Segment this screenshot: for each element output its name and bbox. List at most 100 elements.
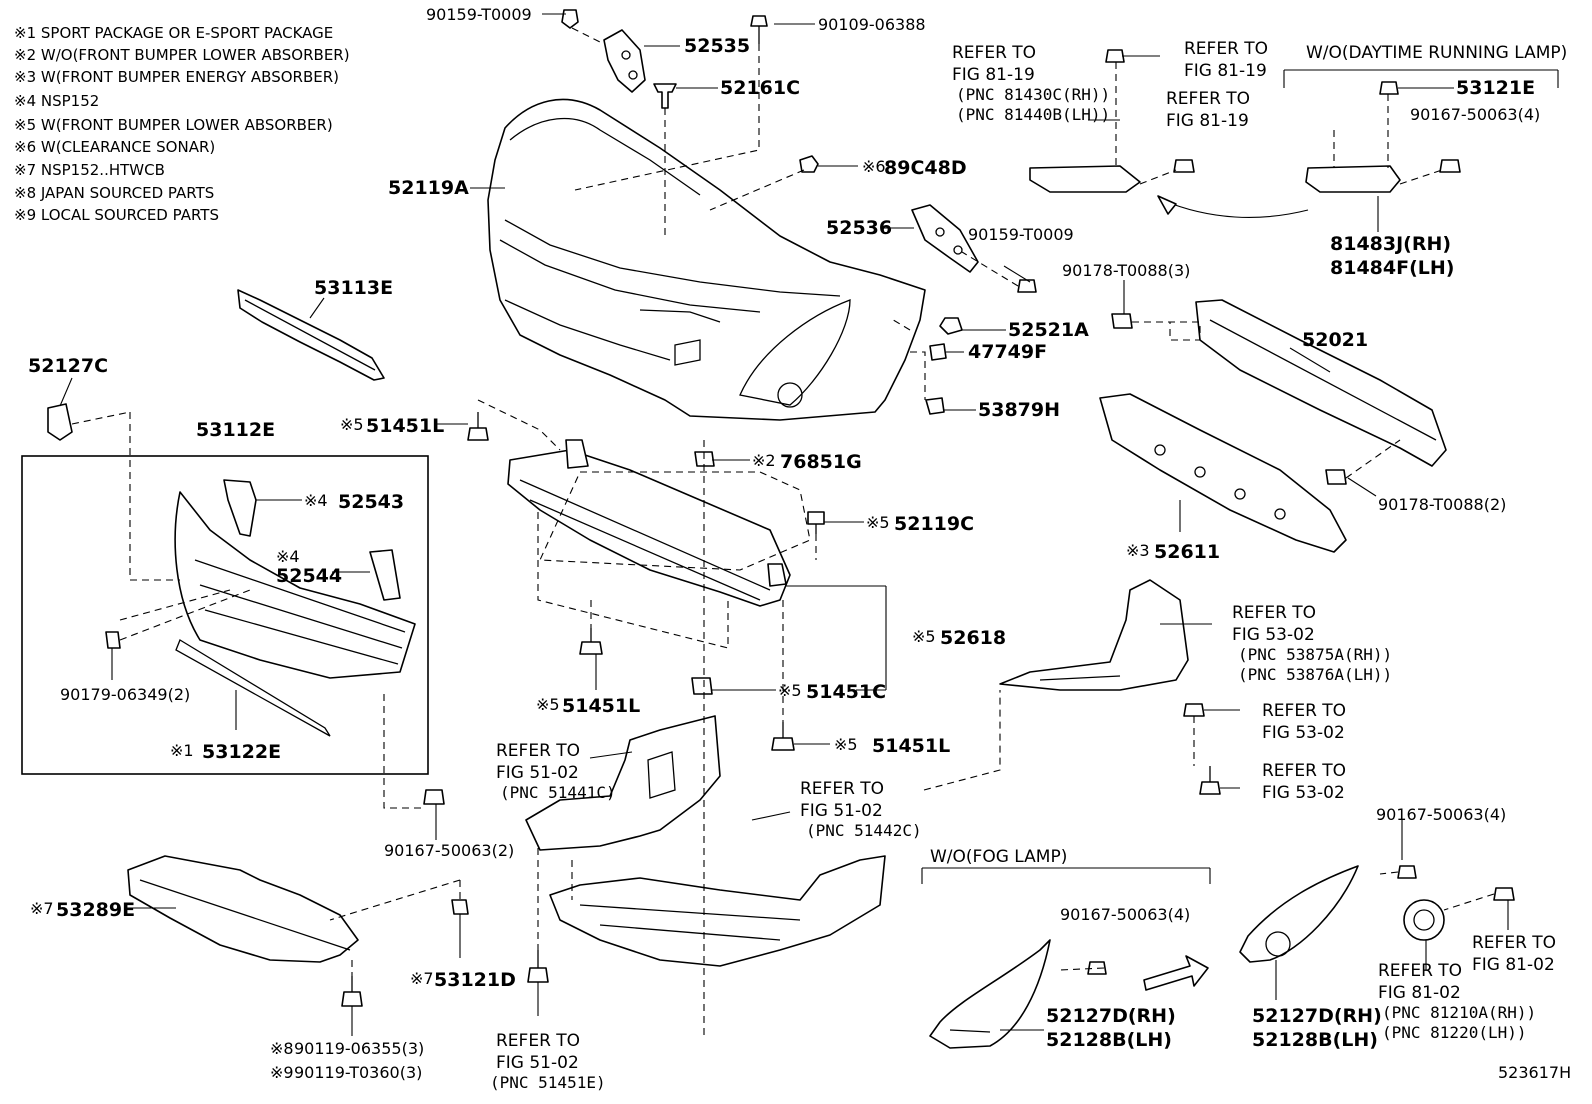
clip-53-02-a-shape <box>1183 703 1205 717</box>
bolt-90119-shape <box>341 976 363 1007</box>
note-5: ※5 W(FRONT BUMPER LOWER ABSORBER) <box>14 116 333 134</box>
label-52536: 52536 <box>826 217 892 239</box>
mark-1: ※1 <box>170 741 194 760</box>
arrow-curve <box>1161 199 1309 218</box>
bracket-52535-shape <box>603 29 646 93</box>
label-90178-top: 90178-T0088(3) <box>1062 261 1190 280</box>
label-52128b-right: 52128B(LH) <box>1252 1029 1378 1051</box>
fog-lamp-bezel-81-19-shape <box>1029 165 1141 193</box>
bolt-53121e-shape <box>1379 81 1399 95</box>
ref7-c: (PNC 51441C) <box>500 783 616 802</box>
label-90119-b: 90119-T0360(3) <box>294 1063 422 1082</box>
arrow-fog <box>1143 955 1209 991</box>
bolt-90109-shape <box>750 15 768 44</box>
ref8-b: FIG 51-02 <box>800 801 883 821</box>
ref2-b: FIG 81-19 <box>1184 61 1267 81</box>
label-90179: 90179-06349(2) <box>60 685 190 704</box>
energy-absorber-52611-shape <box>1099 393 1347 553</box>
mark-3: ※3 <box>1126 541 1150 560</box>
label-52127c: 52127C <box>28 355 108 377</box>
fog-bezel-right-shape <box>1239 865 1359 963</box>
bolt-51451l-low-shape <box>771 722 795 751</box>
clip-53121d-shape <box>451 899 469 915</box>
mark-5b: ※5 <box>866 513 890 532</box>
note-2: ※2 W/O(FRONT BUMPER LOWER ABSORBER) <box>14 46 350 64</box>
ref10-a: REFER TO <box>1378 961 1462 981</box>
ref1-b: FIG 81-19 <box>952 65 1035 85</box>
label-51451l-low: 51451L <box>872 735 950 757</box>
label-90109: 90109-06388 <box>818 15 926 34</box>
bracket-52127c-shape <box>47 403 73 441</box>
under-cover-51442c-shape <box>549 855 886 967</box>
ref5-a: REFER TO <box>1262 701 1346 721</box>
small-parts-right-shape <box>925 317 963 415</box>
mark-5c: ※5 <box>912 627 936 646</box>
label-53289e: 53289E <box>56 899 135 921</box>
labels: 90159-T0009 90109-06388 52535 52161C 521… <box>28 5 1540 1082</box>
bumper-cover-shape <box>487 98 926 421</box>
clip-52161c-shape <box>653 83 677 109</box>
ref11-b: FIG 81-02 <box>1472 955 1555 975</box>
bolt-90167-drl-shape <box>1439 159 1461 173</box>
clip-90179-shape <box>105 631 121 649</box>
dashed-outline-absorber <box>539 471 811 571</box>
label-90178-low: 90178-T0088(2) <box>1378 495 1506 514</box>
part-52543-shape <box>223 479 257 537</box>
bolt-refer-fig51-shape <box>527 950 549 983</box>
label-52128b-left: 52128B(LH) <box>1046 1029 1172 1051</box>
label-52611: 52611 <box>1154 541 1220 563</box>
label-90119-a: 90119-06355(3) <box>294 1039 424 1058</box>
mark-5f: ※5 <box>834 735 858 754</box>
note-7: ※7 NSP152..HTWCB <box>14 161 165 179</box>
label-52021: 52021 <box>1302 329 1368 351</box>
side-cover-53-02-shape <box>999 579 1189 691</box>
bolt-90167-lower-shape <box>423 789 445 805</box>
mark-6: ※6 <box>862 157 886 176</box>
label-51451l-mid: 51451L <box>562 695 640 717</box>
mark-5a: ※5 <box>340 415 364 434</box>
bolt-51451l-mid-shape <box>579 628 603 655</box>
ref4-d: (PNC 53876A(LH)) <box>1238 665 1392 684</box>
arrow-head <box>1157 195 1177 215</box>
clip-90178-top-shape <box>1111 313 1133 329</box>
ref8-c: (PNC 51442C) <box>806 821 922 840</box>
ref9-a: REFER TO <box>496 1031 580 1051</box>
label-51451c: 51451C <box>806 681 886 703</box>
dashed-outline-lower <box>537 512 729 649</box>
mark-4b: ※4 <box>276 547 300 566</box>
label-90167-low: 90167-50063(2) <box>384 841 514 860</box>
ref3-a: REFER TO <box>1166 89 1250 109</box>
label-90167-fog-right: 90167-50063(4) <box>1376 805 1506 824</box>
dashed-lines <box>71 27 1495 1036</box>
grille-53113e-shape <box>237 289 385 381</box>
label-53121e: 53121E <box>1456 77 1535 99</box>
mark-5e: ※5 <box>778 681 802 700</box>
mark-5d: ※5 <box>536 695 560 714</box>
label-47749f: 47749F <box>968 341 1047 363</box>
condition-drl: W/O(DAYTIME RUNNING LAMP) <box>1306 43 1567 63</box>
label-53879h: 53879H <box>978 399 1060 421</box>
mark-2: ※2 <box>752 451 776 470</box>
part-52544-shape <box>369 549 401 601</box>
label-53112e: 53112E <box>196 419 275 441</box>
label-51451l-top: 51451L <box>366 415 444 437</box>
clip-90178-low-shape <box>1325 469 1347 485</box>
ref10-b: FIG 81-02 <box>1378 983 1461 1003</box>
ref1-c: (PNC 81430C(RH)) <box>956 85 1110 104</box>
reinforcement-52021-shape <box>1195 299 1447 467</box>
condition-fog: W/O(FOG LAMP) <box>930 847 1067 867</box>
label-76851g: 76851G <box>780 451 862 473</box>
label-52544: 52544 <box>276 565 342 587</box>
ref4-b: FIG 53-02 <box>1232 625 1315 645</box>
ref9-b: FIG 51-02 <box>496 1053 579 1073</box>
bolt-fog-far-shape <box>1493 887 1515 901</box>
ref10-d: (PNC 81220(LH)) <box>1382 1023 1527 1042</box>
mark-7a: ※7 <box>30 899 54 918</box>
bolt-51451l-top-shape <box>467 412 489 441</box>
mark-4a: ※4 <box>304 491 328 510</box>
label-90159-top: 90159-T0009 <box>426 5 532 24</box>
mark-8: ※8 <box>270 1039 294 1058</box>
label-90167-fog-left: 90167-50063(4) <box>1060 905 1190 924</box>
clip-refer-top-shape <box>1105 49 1125 63</box>
ref7-a: REFER TO <box>496 741 580 761</box>
